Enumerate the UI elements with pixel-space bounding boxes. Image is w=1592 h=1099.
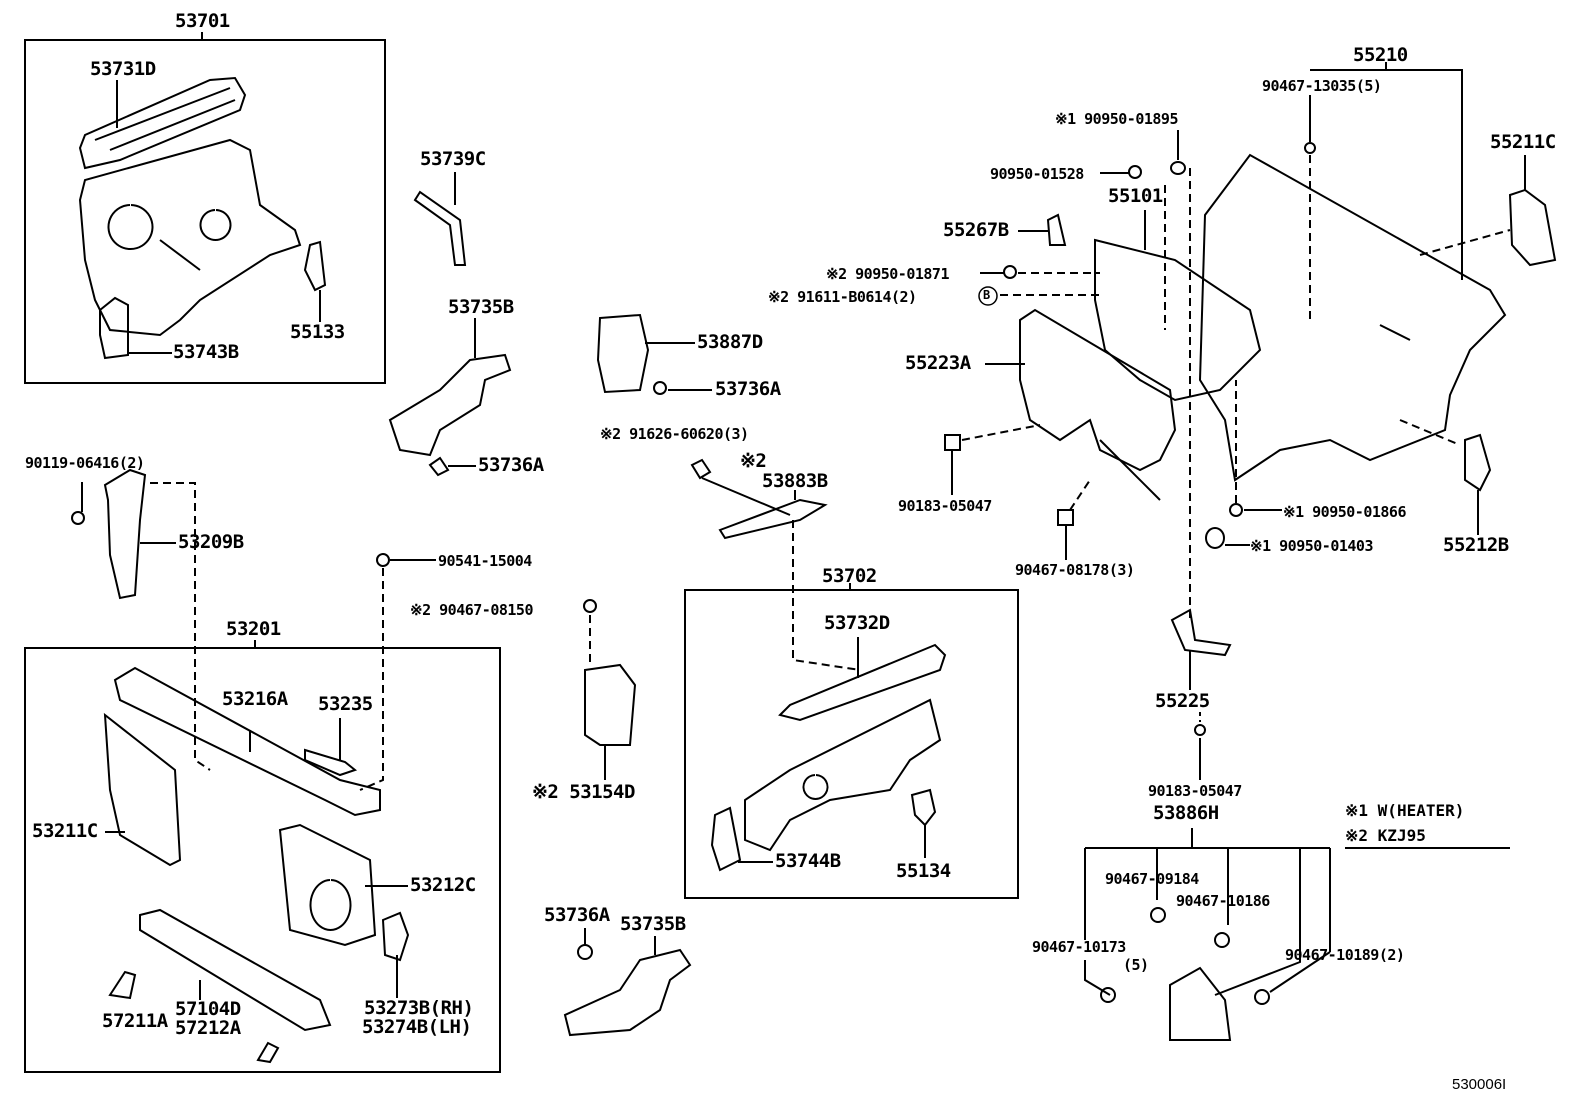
label-53883B: 53883B [762,470,828,492]
label-55101: 55101 [1108,185,1163,207]
part-57104D [139,908,332,1032]
part-53887D [596,313,650,394]
bracket-55210 [1310,62,1463,280]
label-90950-01866: ※1 90950-01866 [1283,503,1406,521]
part-53735B-lower [563,948,692,1037]
label-53743B: 53743B [173,341,239,363]
label-53273B: 53273B(RH) [364,997,474,1019]
part-55210 [1198,153,1507,482]
label-53883B-note: ※2 [740,450,767,472]
label-91611-B0614: ※2 91611-B0614(2) [768,288,917,306]
label-90183-05047: 90183-05047 [898,497,992,515]
part-55101 [1094,238,1262,402]
label-53209B: 53209B [178,531,244,553]
label-90119-06416: 90119-06416(2) [25,454,145,472]
label-55212B: 55212B [1443,534,1509,556]
label-57211A: 57211A [102,1010,168,1032]
label-90467-10189: 90467-10189(2) [1285,946,1405,964]
part-55133 [303,240,327,292]
label-53216A: 53216A [222,688,288,710]
label-90467-10186: 90467-10186 [1176,892,1270,910]
label-90467-13035: 90467-13035(5) [1262,77,1382,95]
label-53736A: 53736A [544,904,610,926]
label-57212A: 57212A [175,1017,241,1039]
part-53211C [103,712,182,867]
label-53886H: 53886H [1153,802,1219,824]
part-55134 [910,788,937,827]
label-53732D: 53732D [824,612,890,634]
part-53216A [113,666,381,817]
label-53154D: ※2 53154D [532,781,635,803]
label-90950-01528: 90950-01528 [990,165,1084,183]
part-53154D [584,663,637,746]
legend-note-2: ※2 KZJ95 [1345,826,1426,845]
group-box-53701 [24,39,386,384]
figure-id: 530006I [1452,1076,1507,1093]
label-55133: 55133 [290,321,345,343]
part-57212A [256,1041,280,1064]
label-90467-10173-qty: (5) [1123,956,1149,974]
label-55134: 55134 [896,860,951,882]
label-53731D: 53731D [90,58,156,80]
group-label-53701: 53701 [175,10,230,32]
label-53736A: 53736A [715,378,781,400]
part-53702-dash [744,698,942,852]
part-55223A [1019,308,1177,472]
label-90467-09184: 90467-09184 [1105,870,1199,888]
label-90950-01871: ※2 90950-01871 [826,265,949,283]
label-55223A: 55223A [905,352,971,374]
label-53211C: 53211C [32,820,98,842]
part-53212C [278,823,377,947]
legend-note-1: ※1 W(HEATER) [1345,801,1465,820]
label-55267B: 55267B [943,219,1009,241]
part-53701-dash [78,138,302,337]
part-53235 [304,748,358,777]
part-90183-05047-a [944,434,961,451]
label-53274B: 53274B(LH) [362,1016,472,1038]
label-53735B: 53735B [448,296,514,318]
part-57211A [108,970,137,1000]
label-53235: 53235 [318,693,373,715]
label-53744B: 53744B [775,850,841,872]
label-57104D: 57104D [175,998,241,1020]
label-55225: 55225 [1155,690,1210,712]
group-box-53201 [24,647,501,1073]
label-90467-08178: 90467-08178(3) [1015,561,1135,579]
part-55211C [1508,188,1557,267]
label-90950-01403: ※1 90950-01403 [1250,537,1373,555]
group-label-55210: 55210 [1353,44,1408,66]
group-label-53201: 53201 [226,618,281,640]
label-55211C: 55211C [1490,131,1556,153]
part-53209B [103,468,147,600]
label-53212C: 53212C [410,874,476,896]
part-53732D [778,643,947,722]
part-53743B [99,296,129,360]
label-90467-08150: ※2 90467-08150 [410,601,533,619]
bracket-53886H [1084,828,1510,952]
part-53744B [710,806,742,872]
label-90541-15004: 90541-15004 [438,552,532,570]
part-53273B [381,911,410,962]
label-91626-60620: ※2 91626-60620(3) [600,425,749,443]
part-53731D [78,76,247,170]
part-53886H [1169,966,1232,1041]
part-53883B [718,498,828,540]
label-53735B: 53735B [620,913,686,935]
label-90183-05047: 90183-05047 [1148,782,1242,800]
label-90467-10173: 90467-10173 [1032,938,1126,956]
label-53739C: 53739C [420,148,486,170]
group-box-53702 [684,589,1019,899]
group-label-53702: 53702 [822,565,877,587]
part-55212B [1464,433,1492,492]
part-55267B [1046,213,1067,246]
part-53735B [388,353,512,457]
reference-b-marker: B [983,288,991,302]
label-90950-01895: ※1 90950-01895 [1055,110,1178,128]
part-55225 [1170,608,1232,657]
label-53887D: 53887D [697,331,763,353]
part-53739C [413,190,467,266]
label-53736A: 53736A [478,454,544,476]
